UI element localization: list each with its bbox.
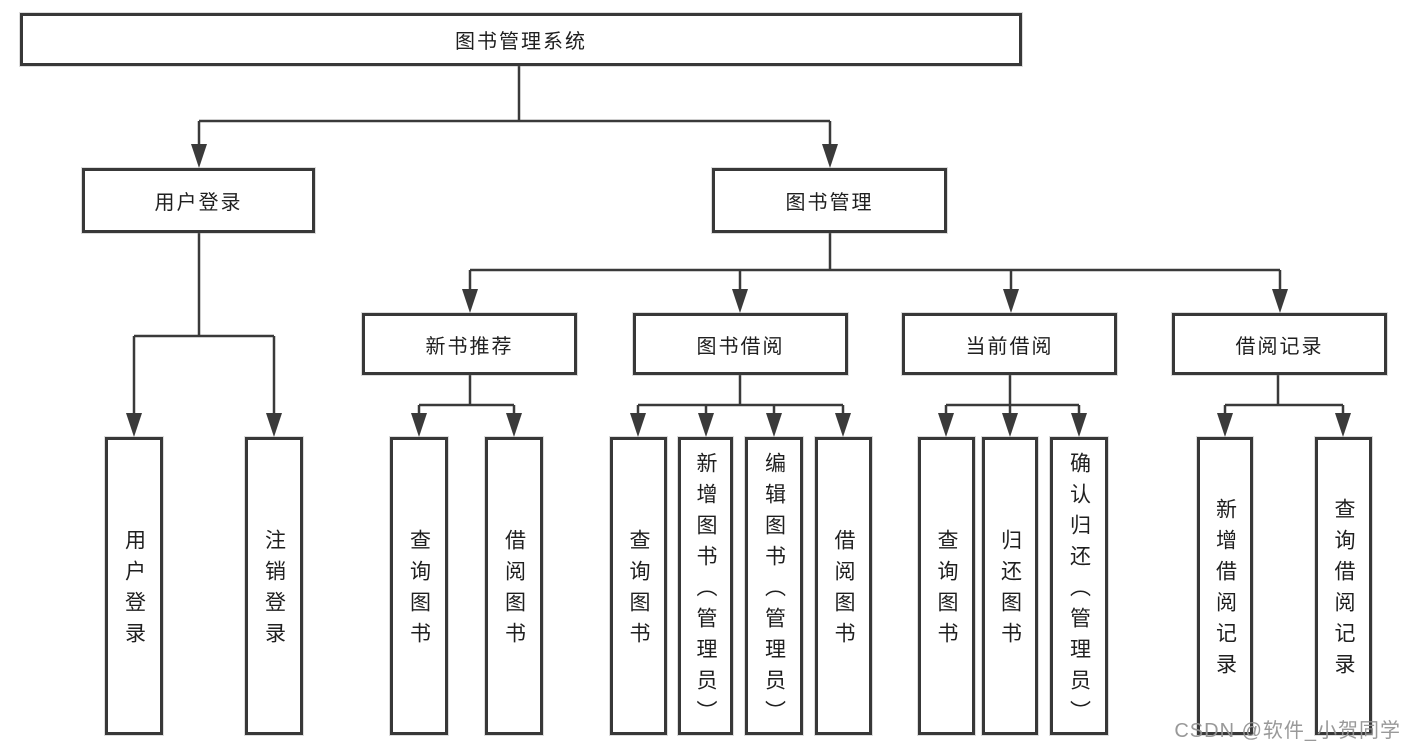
node-label: 借阅图书 bbox=[832, 529, 855, 653]
node-borrow-records: 借阅记录 bbox=[1172, 313, 1387, 375]
node-v-logout: 注销登录 bbox=[245, 437, 303, 735]
node-book-borrow: 图书借阅 bbox=[633, 313, 848, 375]
arrowhead-icon bbox=[266, 413, 282, 437]
arrowhead-icon bbox=[506, 413, 522, 437]
node-v-add-borrow-record: 新增借阅记录 bbox=[1197, 437, 1253, 735]
node-v-confirm-return: 确认归还（管理员） bbox=[1050, 437, 1108, 735]
node-label: 新增图书（管理员） bbox=[694, 451, 717, 731]
arrowhead-icon bbox=[1335, 413, 1351, 437]
arrowhead-icon bbox=[191, 144, 207, 168]
arrowhead-icon bbox=[822, 144, 838, 168]
node-label: 借阅图书 bbox=[502, 529, 526, 653]
node-label: 图书管理 bbox=[785, 192, 874, 214]
node-label: 用户登录 bbox=[154, 192, 243, 214]
node-label: 归还图书 bbox=[998, 529, 1022, 653]
node-v-borrow-book-2: 借阅图书 bbox=[815, 437, 872, 735]
node-v-user-login: 用户登录 bbox=[105, 437, 163, 735]
node-label: 查询图书 bbox=[935, 529, 958, 653]
node-label: 查询图书 bbox=[407, 529, 431, 653]
arrowhead-icon bbox=[766, 413, 782, 437]
node-v-query-book-1: 查询图书 bbox=[390, 437, 448, 735]
arrowhead-icon bbox=[126, 413, 142, 437]
node-v-query-borrow-record: 查询借阅记录 bbox=[1315, 437, 1372, 735]
arrowhead-icon bbox=[1217, 413, 1233, 437]
node-label: 查询图书 bbox=[627, 529, 650, 653]
node-v-return-book: 归还图书 bbox=[982, 437, 1038, 735]
node-v-query-book-2: 查询图书 bbox=[610, 437, 667, 735]
arrowhead-icon bbox=[1272, 289, 1288, 313]
arrowhead-icon bbox=[1002, 413, 1018, 437]
node-label: 借阅记录 bbox=[1235, 335, 1324, 358]
node-user-login: 用户登录 bbox=[82, 168, 315, 233]
node-label: 新增借阅记录 bbox=[1213, 498, 1237, 684]
node-v-query-book-3: 查询图书 bbox=[918, 437, 975, 735]
node-v-borrow-book-1: 借阅图书 bbox=[485, 437, 543, 735]
node-label: 确认归还（管理员） bbox=[1067, 451, 1091, 731]
node-label: 当前借阅 bbox=[965, 335, 1054, 358]
arrowhead-icon bbox=[732, 289, 748, 313]
arrowhead-icon bbox=[835, 413, 851, 437]
node-label: 图书管理系统 bbox=[455, 31, 587, 53]
arrowhead-icon bbox=[1003, 289, 1019, 313]
node-v-edit-book: 编辑图书（管理员） bbox=[745, 437, 803, 735]
arrowhead-icon bbox=[1071, 413, 1087, 437]
node-root: 图书管理系统 bbox=[20, 13, 1022, 66]
arrowhead-icon bbox=[462, 289, 478, 313]
node-label: 编辑图书（管理员） bbox=[762, 451, 786, 731]
node-label: 图书借阅 bbox=[696, 335, 785, 358]
arrowhead-icon bbox=[411, 413, 427, 437]
node-label: 用户登录 bbox=[122, 529, 146, 653]
node-book-mgmt: 图书管理 bbox=[712, 168, 947, 233]
node-label: 查询借阅记录 bbox=[1332, 498, 1355, 684]
node-new-book-rec: 新书推荐 bbox=[362, 313, 577, 375]
arrowhead-icon bbox=[698, 413, 714, 437]
node-label: 注销登录 bbox=[262, 529, 286, 653]
node-v-add-book: 新增图书（管理员） bbox=[678, 437, 733, 735]
arrowhead-icon bbox=[938, 413, 954, 437]
node-label: 新书推荐 bbox=[425, 335, 514, 358]
node-current-borrow: 当前借阅 bbox=[902, 313, 1117, 375]
watermark-text: CSDN @软件_小贺同学 bbox=[1174, 720, 1401, 742]
arrowhead-icon bbox=[630, 413, 646, 437]
